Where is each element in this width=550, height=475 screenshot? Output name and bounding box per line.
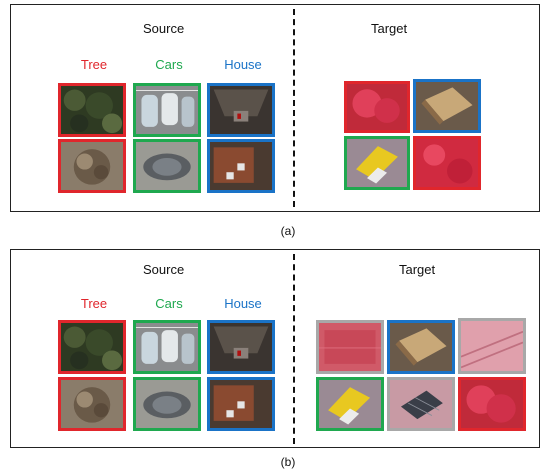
source-tile-house-roof-dark xyxy=(207,320,275,374)
source-tile-house-roof-brown xyxy=(207,377,275,431)
target-tile-red-field xyxy=(413,136,481,190)
source-heading: Source xyxy=(143,21,185,36)
source-tile-house-roof-dark xyxy=(207,83,275,137)
panel-a: Source Target Tree Cars House xyxy=(10,4,540,212)
class-label-house: House xyxy=(224,296,262,311)
target-tile-yellow-car xyxy=(344,136,410,190)
source-tile-tree-canopy xyxy=(58,83,126,137)
class-label-tree: Tree xyxy=(80,57,108,72)
target-tile-tan-roof xyxy=(387,320,455,374)
target-tile-yellow-car xyxy=(316,377,384,431)
source-target-divider xyxy=(293,9,295,207)
source-heading: Source xyxy=(143,262,185,277)
target-tile-red-tree-canopy xyxy=(458,377,526,431)
caption-b: (b) xyxy=(280,455,296,469)
source-tile-car-top-view xyxy=(133,377,201,431)
class-label-house: House xyxy=(224,57,262,72)
source-tile-dry-tree xyxy=(58,139,126,193)
target-heading: Target xyxy=(371,21,408,36)
class-label-cars: Cars xyxy=(155,57,183,72)
source-tile-car-top-view xyxy=(133,139,201,193)
target-tile-solar-panel-roof xyxy=(387,377,455,431)
target-tile-tan-roof xyxy=(413,79,481,133)
source-tile-house-roof-brown xyxy=(207,139,275,193)
source-tile-tree-canopy xyxy=(58,320,126,374)
source-target-divider xyxy=(293,254,295,444)
target-tile-red-tree-canopy xyxy=(344,81,410,133)
target-heading: Target xyxy=(399,262,436,277)
target-tile-pink-field-striped xyxy=(458,318,526,374)
panel-b: Source Target Tree Cars House xyxy=(10,249,540,448)
source-tile-parked-cars xyxy=(133,83,201,137)
target-tile-red-field-gray xyxy=(316,320,384,374)
class-label-cars: Cars xyxy=(155,296,183,311)
source-tile-dry-tree xyxy=(58,377,126,431)
caption-a: (a) xyxy=(280,224,296,238)
class-label-tree: Tree xyxy=(80,296,108,311)
source-tile-parked-cars xyxy=(133,320,201,374)
